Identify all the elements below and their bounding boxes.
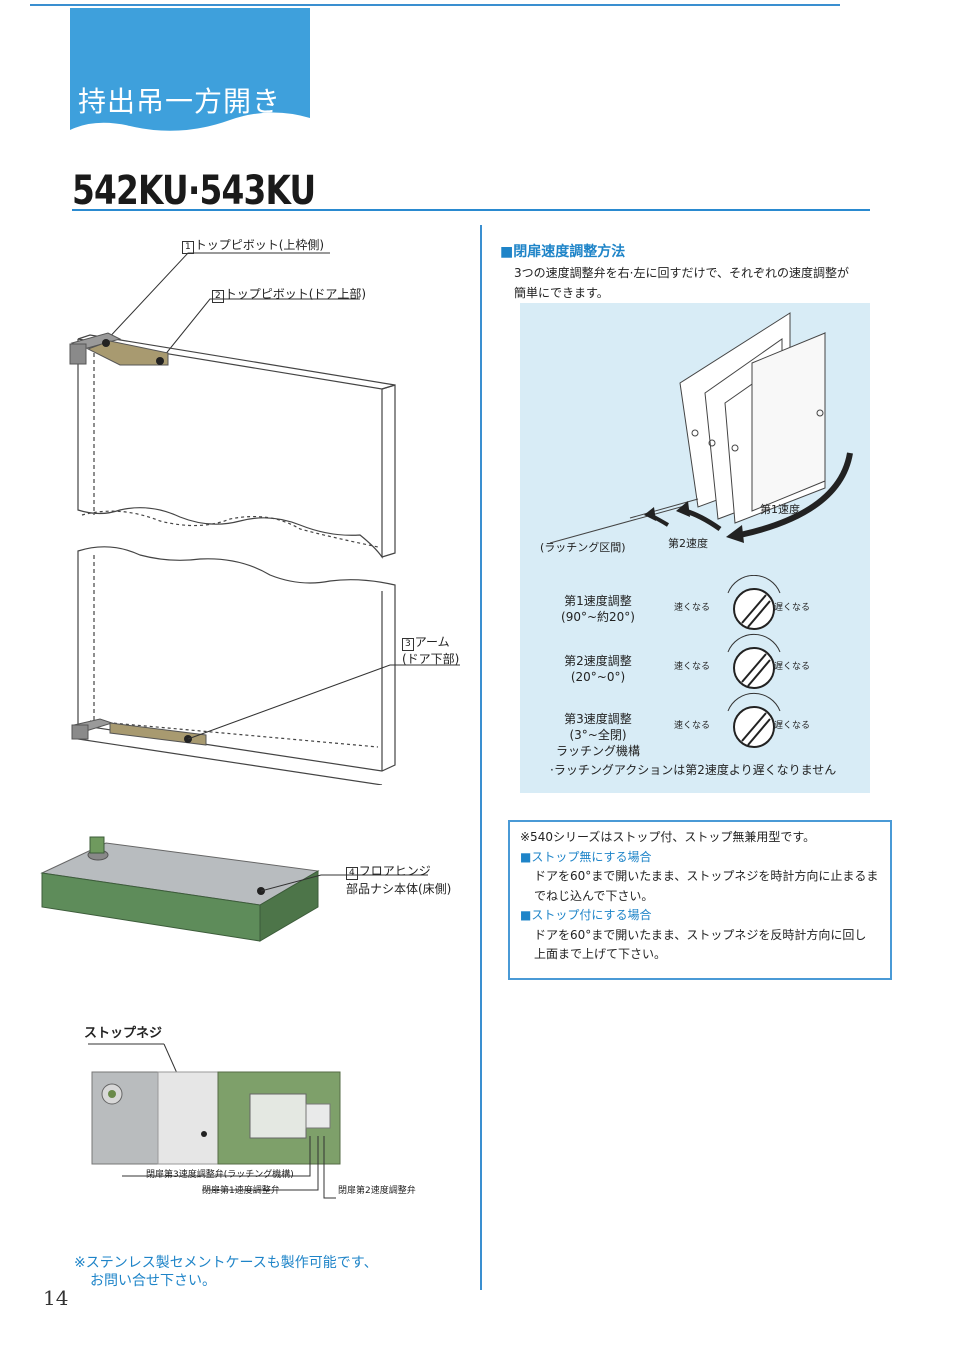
stop-setting-note-box: ※540シリーズはストップ付、ストップ無兼用型です。 ■ストップ無にする場合 ド… — [508, 820, 892, 980]
dial-2-title: 第2速度調整 — [564, 654, 632, 668]
section-title: 持出吊一方開き — [78, 85, 282, 118]
dial-3-range: (3°~全閉) — [569, 728, 627, 742]
part-number-3: 3 — [402, 638, 414, 651]
part-text-4b: 部品ナシ本体(床側) — [346, 882, 452, 896]
dial-1-title: 第1速度調整 — [564, 594, 632, 608]
latching-note: ·ラッチングアクションは第2速度より遅くなりません — [550, 763, 837, 777]
part-number-4: 4 — [346, 867, 358, 880]
column-divider — [480, 225, 482, 1290]
door-lower — [77, 546, 396, 785]
section-tab — [70, 8, 310, 131]
dial-3-faster: 速くなる — [674, 721, 711, 731]
part-number-1: 1 — [182, 241, 194, 254]
arm-hardware — [71, 718, 207, 746]
door-illustration — [69, 252, 460, 785]
latching-zone-label: (ラッチング区間) — [540, 541, 626, 554]
dial-1-slower: 遅くなる — [774, 603, 811, 613]
dial-2-label: 第2速度調整 (20°~0°) — [538, 653, 658, 685]
dial-2-slower: 遅くなる — [774, 662, 811, 672]
part-text-4a: フロアヒンジ — [358, 864, 431, 878]
note-heading-with-stop: ■ストップ付にする場合 — [520, 908, 652, 922]
note-heading-no-stop: ■ストップ無にする場合 — [520, 849, 652, 864]
speed-2-label: 第2速度 — [668, 537, 708, 550]
note-text-with-stop-2: 上面まで上げて下さい。 — [534, 947, 667, 961]
valve-1-label: 閉扉第1速度調整弁 — [202, 1186, 280, 1196]
dial-1-faster: 速くなる — [674, 603, 711, 613]
note-text-no-stop-1: ドアを60°まで開いたまま、ストップネジを時計方向に止まるま — [534, 869, 879, 883]
dial-3-title: 第3速度調整 — [564, 712, 632, 726]
note-text-with-stop-1: ドアを60°まで開いたまま、ストップネジを反時計方向に回し — [534, 927, 867, 942]
dial-1-icon — [727, 575, 781, 630]
top-pivot-hardware — [69, 332, 169, 366]
valve-3-label: 閉扉第3速度調整弁(ラッチング機構) — [146, 1170, 294, 1180]
door-upper — [77, 334, 396, 559]
speed-adjust-description: 3つの速度調整弁を右·左に回すだけで、それぞれの速度調整が簡単にできます。 — [514, 266, 849, 300]
dial-2-icon — [727, 633, 781, 689]
stainless-note-line-2: お問い合せ下さい。 — [90, 1273, 216, 1289]
part-text-1: トップピボット(上枠側) — [194, 238, 325, 252]
door-speed-diagram — [549, 312, 853, 544]
part-number-2: 2 — [212, 290, 224, 303]
page-number: 14 — [43, 1286, 69, 1310]
dial-3-label: 第3速度調整 (3°~全閉) ラッチング機構 — [538, 711, 658, 759]
part-text-2: トップピボット(ドア上部) — [224, 287, 367, 301]
dial-2-range: (20°~0°) — [570, 670, 626, 684]
dial-icons — [727, 575, 781, 748]
model-title: 542KU·543KU — [72, 168, 316, 214]
part-text-3a: アーム — [414, 635, 450, 649]
speed-1-label: 第1速度 — [760, 503, 800, 516]
dial-3-latching: ラッチング機構 — [555, 744, 640, 758]
speed-adjust-heading: ■閉扉速度調整方法 — [500, 244, 626, 260]
stop-screw-photo — [88, 1043, 341, 1199]
dial-3-slower: 遅くなる — [774, 721, 811, 731]
top-rule — [30, 4, 840, 6]
title-rule — [72, 209, 870, 211]
dial-1-range: (90°~約20°) — [561, 610, 635, 624]
stainless-note-line-1: ※ステンレス製セメントケースも製作可能です、 — [74, 1255, 378, 1271]
leader-p2 — [159, 298, 360, 362]
dial-1-label: 第1速度調整 (90°~約20°) — [538, 593, 658, 625]
valve-2-label: 閉扉第2速度調整弁 — [338, 1186, 416, 1196]
dial-3-icon — [727, 692, 781, 748]
stop-screw-label: ストップネジ — [84, 1026, 163, 1041]
floor-hinge-illustration — [40, 836, 428, 942]
speed-diagram-panel: 第1速度 第2速度 (ラッチング区間) 第1速度調整 (90°~約20°) 第2… — [520, 303, 870, 793]
stainless-case-note: ※ステンレス製セメントケースも製作可能です、 お問い合せ下さい。 — [74, 1254, 378, 1290]
part-text-3b: (ドア下部) — [402, 652, 460, 666]
note-text-no-stop-2: でねじ込んで下さい。 — [534, 888, 654, 903]
dial-2-faster: 速くなる — [674, 662, 711, 672]
leader-p3 — [187, 664, 460, 740]
note-lead: ※540シリーズはストップ付、ストップ無兼用型です。 — [520, 830, 816, 844]
